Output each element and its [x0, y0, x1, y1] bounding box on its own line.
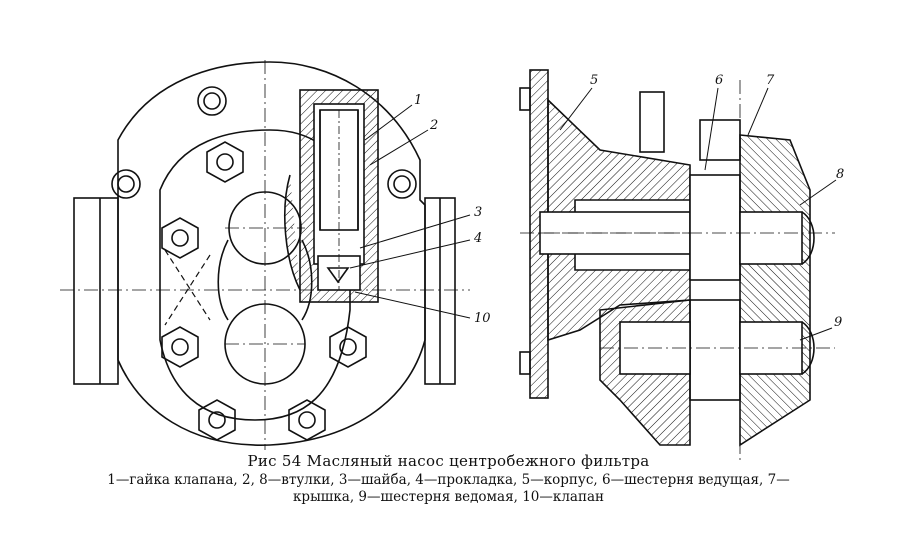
callout-3: 3: [474, 205, 482, 220]
callouts-front: [349, 104, 471, 319]
callout-4: 4: [473, 231, 482, 246]
figure-caption: Рис 54 Масляный насос центробежного филь…: [0, 452, 897, 506]
caption-legend-line: крышка, 9—шестерня ведомая, 10—клапан: [292, 489, 604, 505]
callout-10: 10: [474, 311, 491, 326]
callout-9: 9: [834, 315, 842, 330]
callout-5: 5: [590, 73, 598, 88]
section-view: [519, 69, 835, 460]
caption-legend-line: 1—гайка клапана, 2, 8—втулки, 3—шайба, 4…: [107, 472, 790, 488]
front-view: [60, 60, 470, 450]
bolt-holes: [111, 86, 417, 199]
callout-1: 1: [414, 93, 422, 108]
callout-8: 8: [836, 167, 844, 182]
caption-title: Рис 54 Масляный насос центробежного филь…: [247, 452, 650, 470]
callout-6: 6: [715, 73, 723, 88]
caption-legend: 1—гайка клапана, 2, 8—втулки, 3—шайба, 4…: [19, 472, 879, 506]
hex-nuts: [161, 141, 367, 441]
callout-7: 7: [766, 73, 775, 88]
callouts-section: [559, 87, 837, 341]
callout-2: 2: [429, 118, 438, 133]
